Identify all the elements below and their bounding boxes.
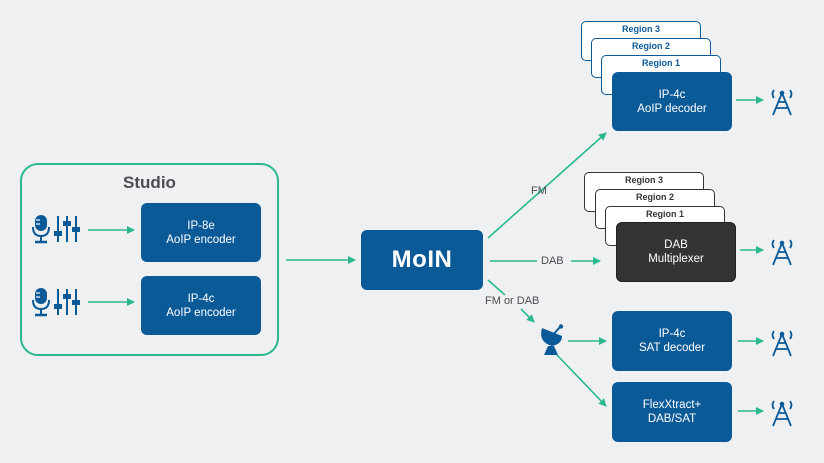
broadcast-tower-icon — [771, 330, 793, 357]
dab-mux-line2: Multiplexer — [648, 253, 704, 265]
sat-decoder-type: SAT decoder — [638, 342, 706, 354]
sat-decoder-model: IP-4c — [658, 328, 686, 340]
broadcast-tower-icon — [771, 89, 793, 116]
fm-region-2-label: Region 2 — [631, 41, 670, 51]
encoder-ip8e-model: IP-8e — [187, 219, 215, 232]
broadcast-tower-icon — [771, 400, 793, 427]
dab-region-2-label: Region 2 — [635, 192, 674, 202]
fm-decoder-model: IP-4c — [658, 88, 686, 101]
microphone-icon — [32, 215, 50, 244]
satellite-dish-icon — [541, 324, 564, 355]
link-label-fm: FM — [531, 185, 547, 197]
dab-region-1-label: Region 1 — [645, 209, 684, 219]
dab-multiplexer: DAB Multiplexer — [616, 222, 736, 282]
arrow-moin-to-sat — [487, 279, 506, 296]
fm-aoip-decoder: IP-4c AoIP decoder — [612, 72, 732, 131]
moin-label: MoIN — [391, 246, 453, 273]
sat-decoder: IP-4c SAT decoder — [612, 311, 732, 371]
mixer-faders-icon — [54, 289, 80, 315]
studio-title: Studio — [123, 173, 176, 192]
flexxtract-type: DAB/SAT — [647, 413, 697, 425]
fm-decoder-type: AoIP decoder — [637, 102, 707, 115]
link-label-fm-or-dab: FM or DAB — [485, 295, 540, 307]
studio-group: Studio — [20, 163, 279, 356]
encoder-ip4c-type: AoIP encoder — [166, 306, 236, 319]
link-label-dab: DAB — [541, 255, 564, 267]
encoder-ip8e-type: AoIP encoder — [166, 233, 236, 246]
flexxtract-model: FlexXtract+ — [642, 399, 702, 411]
moin-core: MoIN — [361, 230, 483, 290]
encoder-ip8e: IP-8e AoIP encoder — [141, 203, 261, 262]
mixer-faders-icon — [54, 216, 80, 242]
encoder-ip4c-model: IP-4c — [187, 292, 215, 305]
arrow-moin-to-sat-dish — [520, 308, 535, 323]
fm-region-3-label: Region 3 — [621, 24, 660, 34]
arrow-moin-to-fm — [487, 132, 607, 239]
broadcast-tower-icon — [771, 239, 793, 266]
fm-region-1-label: Region 1 — [641, 58, 680, 68]
microphone-icon — [32, 288, 50, 317]
arrow-dish-to-flex — [556, 354, 607, 407]
dab-region-3-label: Region 3 — [624, 175, 663, 185]
flexxtract-unit: FlexXtract+ DAB/SAT — [612, 382, 732, 442]
encoder-ip4c: IP-4c AoIP encoder — [141, 276, 261, 335]
dab-mux-line1: DAB — [664, 239, 688, 251]
